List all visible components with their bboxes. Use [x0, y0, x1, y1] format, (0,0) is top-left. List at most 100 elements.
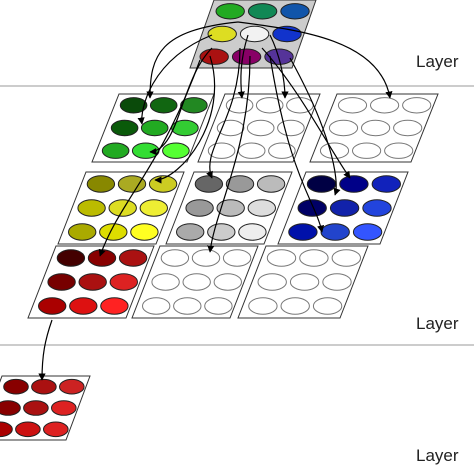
grid-blue-cell-5	[362, 199, 392, 217]
grid-empty-3-cell-7	[173, 297, 202, 315]
connector-arrow-4	[269, 34, 289, 99]
grid-gray-cell-4	[216, 199, 245, 217]
grid-yellow-cell-6	[68, 223, 97, 241]
grid-empty-4	[237, 245, 369, 319]
grid-gray-cell-3	[185, 199, 214, 217]
grid-empty-1-cell-6	[207, 142, 236, 159]
grid-yellow-cell-4	[108, 199, 137, 217]
grid-yellow-cell-7	[99, 223, 128, 241]
grid-yellow-cell-3	[77, 199, 106, 217]
grid-green-cell-5	[171, 119, 199, 137]
grid-blue-cell-3	[297, 199, 327, 217]
grid-empty-1-cell-2	[286, 97, 314, 114]
grid-red-cell-7	[69, 297, 98, 315]
grid-bottom-red-cell-1	[31, 378, 57, 395]
grid-gray-cell-6	[176, 223, 205, 241]
connector-arrow-5	[149, 47, 213, 156]
grid-empty-4-cell-7	[280, 297, 310, 315]
connector-arrow-1	[237, 21, 393, 99]
grid-empty-2-cell-0	[337, 97, 368, 114]
grid-blue-cell-4	[329, 199, 360, 217]
grid-empty-4-cell-8	[312, 297, 343, 315]
grid-red-cell-4	[78, 273, 107, 291]
grid-empty-3-cell-4	[182, 273, 211, 291]
grid-group	[0, 0, 439, 441]
grid-empty-1-cell-4	[246, 119, 275, 137]
grid-gray-cell-1	[225, 175, 255, 193]
connector-arrow-7	[261, 47, 351, 179]
grid-gray-cell-8	[238, 223, 267, 241]
connector-arrow-12	[98, 59, 201, 257]
connector-arrow-8	[154, 55, 216, 184]
grid-empty-2-cell-1	[370, 97, 400, 114]
grid-bottom-red-cell-7	[15, 421, 41, 438]
grid-bottom-red	[0, 375, 91, 441]
grid-yellow-cell-5	[139, 199, 169, 217]
grid-empty-1	[197, 93, 321, 163]
grid-gray	[165, 171, 293, 245]
grid-empty-2-cell-6	[319, 142, 350, 159]
grid-empty-3-cell-8	[204, 297, 233, 315]
connector-arrow-11	[289, 57, 341, 196]
grid-yellow-cell-1	[117, 175, 147, 193]
grid-empty-2-cell-4	[361, 119, 391, 137]
connector-arrow-6	[206, 47, 241, 179]
grid-empty-3-cell-6	[142, 297, 171, 315]
grid-green-cell-6	[101, 142, 130, 159]
grid-green-cell-2	[180, 97, 208, 114]
grid-bottom-red-cell-6	[0, 421, 13, 438]
grid-empty-1-cell-7	[237, 142, 266, 159]
grid-green-cell-4	[140, 119, 169, 137]
grid-red-cell-3	[47, 273, 76, 291]
grid-blue-cell-7	[320, 223, 350, 241]
grid-empty-2	[309, 93, 439, 163]
grid-empty-3-cell-3	[151, 273, 180, 291]
grid-top-cell-2	[280, 3, 310, 20]
grid-empty-1-cell-5	[277, 119, 305, 137]
grid-empty-2-cell-5	[393, 119, 423, 137]
grid-empty-2-cell-3	[328, 119, 359, 137]
grid-green-cell-3	[110, 119, 139, 137]
grid-empty-1-cell-8	[268, 142, 296, 159]
grid-top-cell-3	[207, 25, 237, 43]
grid-empty-3	[131, 245, 259, 319]
grid-empty-3-cell-5	[213, 273, 243, 291]
grid-top-cell-1	[247, 3, 278, 20]
grid-red-cell-2	[118, 249, 148, 267]
grid-empty-4-cell-0	[266, 249, 297, 267]
grid-empty-2-cell-2	[402, 97, 432, 114]
connector-arrow-2	[137, 34, 213, 125]
grid-gray-cell-7	[207, 223, 236, 241]
grid-gray-cell-5	[247, 199, 276, 217]
connector-arrow-0	[146, 21, 239, 99]
grid-empty-4-cell-2	[331, 249, 361, 267]
grid-yellow-cell-8	[130, 223, 159, 241]
grid-green-cell-8	[162, 142, 190, 159]
grid-top-cell-7	[231, 48, 262, 65]
grid-empty-3-cell-1	[191, 249, 221, 267]
grid-top-cell-4	[239, 25, 270, 43]
connector-group	[38, 21, 393, 381]
grid-yellow	[57, 171, 185, 245]
grid-red-cell-6	[38, 297, 67, 315]
grid-empty-4-cell-4	[289, 273, 320, 291]
grid-top	[189, 0, 317, 69]
layer-label-2: Layer	[416, 314, 459, 333]
grid-bottom-red-cell-0	[3, 378, 29, 395]
grid-blue-cell-2	[371, 175, 401, 193]
grid-blue-cell-1	[339, 175, 369, 193]
connector-arrow-3	[237, 34, 249, 99]
grid-bottom-red-cell-8	[43, 421, 69, 438]
grid-empty-3-cell-0	[160, 249, 190, 267]
grid-bottom-red-cell-5	[51, 400, 77, 416]
grid-green-cell-1	[149, 97, 178, 114]
grid-green-cell-0	[119, 97, 148, 114]
grid-empty-1-cell-3	[216, 119, 245, 137]
grid-empty-4-cell-5	[322, 273, 352, 291]
grid-blue-cell-6	[288, 223, 318, 241]
grid-top-cell-0	[215, 3, 245, 20]
grid-green	[91, 93, 215, 163]
grid-gray-cell-2	[256, 175, 286, 193]
grid-red-cell-0	[56, 249, 86, 267]
